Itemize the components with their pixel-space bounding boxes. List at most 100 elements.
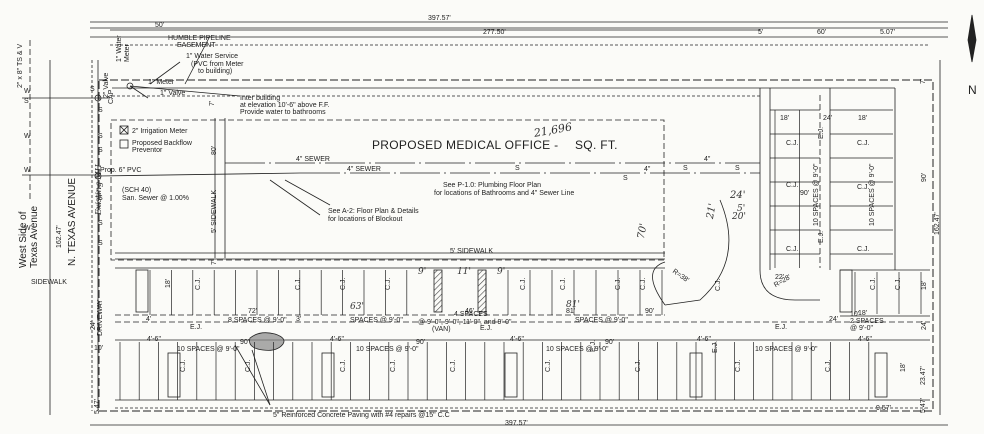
b4-446-label: 4'-6" [697,336,711,343]
humble-label: HUMBLE PIPELINE [168,35,231,42]
n-18-label: 18' [780,115,790,122]
property-boundary [98,79,934,412]
accessible-aisle [477,269,487,313]
ej-label: E.J. [590,339,597,352]
water-service2-label: (PVC from Meter [191,61,244,68]
letter-s-label: S [98,240,103,247]
spaces-10e-label: 10 SPACES @ 9'-0" [813,163,820,226]
water-meter-label: 1" Water [116,35,123,62]
ts-v-label: 2" x 8" TS & V [17,43,24,88]
ej-label: E.J. [775,324,788,331]
top-main-label: 277.50' [483,29,506,36]
left-7-label: 7' [211,259,218,265]
cj-label: C.J. [786,182,799,189]
b2-90-label: 90' [416,339,426,346]
cj-label: C.J. [635,359,642,372]
bottom-957-label: 9.57' [876,405,891,412]
h-9-label: 9' [418,267,427,277]
paving-label: 5" Reinforced Concrete Paving with #4 re… [273,412,450,419]
landscape-island [874,352,888,398]
n-24-label: 24' [823,115,833,122]
spaces-10a-label: 10 SPACES @ 9'-0" [177,346,240,353]
cj-label: C.J. [715,278,722,291]
backflow2-label: Preventor [132,147,163,154]
water-service-line [129,85,241,97]
cj-label: C.J. [870,277,877,290]
top-60-label: 60' [817,29,827,36]
right-2347-label: 23.47' [920,366,927,385]
letter-s-label: S [24,98,29,105]
landscape-island [135,269,149,313]
water-meter2-label: Meter [124,44,131,62]
n-18b-label: 18' [858,115,868,122]
water-meter-symbol [126,82,134,90]
n-texas-label: N. TEXAS AVENUE [67,178,78,266]
building-outline [110,119,665,261]
right-7-label: 7' [920,78,927,84]
north-arrow-icon [967,14,977,63]
letter-s-label: S [98,147,103,154]
landscape-island [504,352,518,398]
cj-label: C.J. [640,277,647,290]
valve-symbol [94,94,102,102]
curved-island [664,199,730,306]
cj-label: C.J. [180,359,187,372]
cj-label: C.J. [825,359,832,372]
cj-label: C.J. [195,277,202,290]
spaces-10c-label: 10 SPACES @ 9'-0" [546,346,609,353]
spaces-10d-label: 10 SPACES @ 9'-0" [755,346,818,353]
right-547-label: 5.47' [920,398,927,413]
landscape-island [167,352,181,398]
letter-w-label: W [24,133,31,140]
ej-label: E.J. [818,126,825,139]
leader [284,179,331,206]
cj-label: C.J. [857,184,870,191]
h-11-label: 11' [457,267,471,277]
cj-label: C.J. [385,277,392,290]
landscape-island [839,269,853,313]
top-507-label: 5.07' [880,29,895,36]
cj-label: C.J. [295,277,302,290]
sidewalk-5-h-label: 5' SIDEWALK [450,248,494,255]
sidewalk-5-v-label: 5' SIDEWALK [211,189,218,233]
leader [184,35,211,85]
letter-w-label: W [24,167,31,174]
sidewalk-label: SIDEWALK [31,279,67,286]
cj-label: C.J. [450,359,457,372]
left-10-label: 10' [94,345,104,352]
right-18b-label: 18' [900,362,907,372]
b3-90-label: 90' [605,339,615,346]
leader [149,61,181,85]
b5-446-label: 4'-6" [858,336,872,343]
b1-90-label: 90' [240,339,250,346]
plumbing-label: See P-1.0: Plumbing Floor Plan [443,182,542,189]
sqft-label: SQ. FT. [575,138,618,152]
s4-46-label: 46' [465,308,475,315]
leader [269,179,321,216]
irrigation-x [119,125,129,135]
cj-label: C.J. [615,277,622,290]
letter-s-label: S [98,220,103,227]
r-22-label: 22' [775,274,785,281]
b3-446-label: 4'-6" [510,336,524,343]
west-side-label: West Side of [18,211,29,268]
s1-4-label: 4' [146,316,152,323]
s1-3-label: 3' [296,316,302,323]
ej-label: E.J. [480,325,493,332]
h-63-label: 63' [350,302,364,312]
s3-81-label: 81' [566,308,576,315]
top-total-label: 397.57' [428,15,451,22]
irrigation-label: 2" Irrigation Meter [132,128,188,135]
spaces-10b-label: 10 SPACES @ 9'-0" [356,346,419,353]
left-547-label: 5.47' [94,399,101,414]
water-connection [129,85,149,99]
meter-label: 1" Meter [148,79,175,86]
right-24-label: 24' [829,316,839,323]
left-18-label: 18' [165,278,172,288]
cj-label: C.J. [857,246,870,253]
prop-pvc-label: Prop. 6" PVC [100,167,142,174]
letter-s-label: S [735,165,740,172]
cj-label: C.J. [245,359,252,372]
